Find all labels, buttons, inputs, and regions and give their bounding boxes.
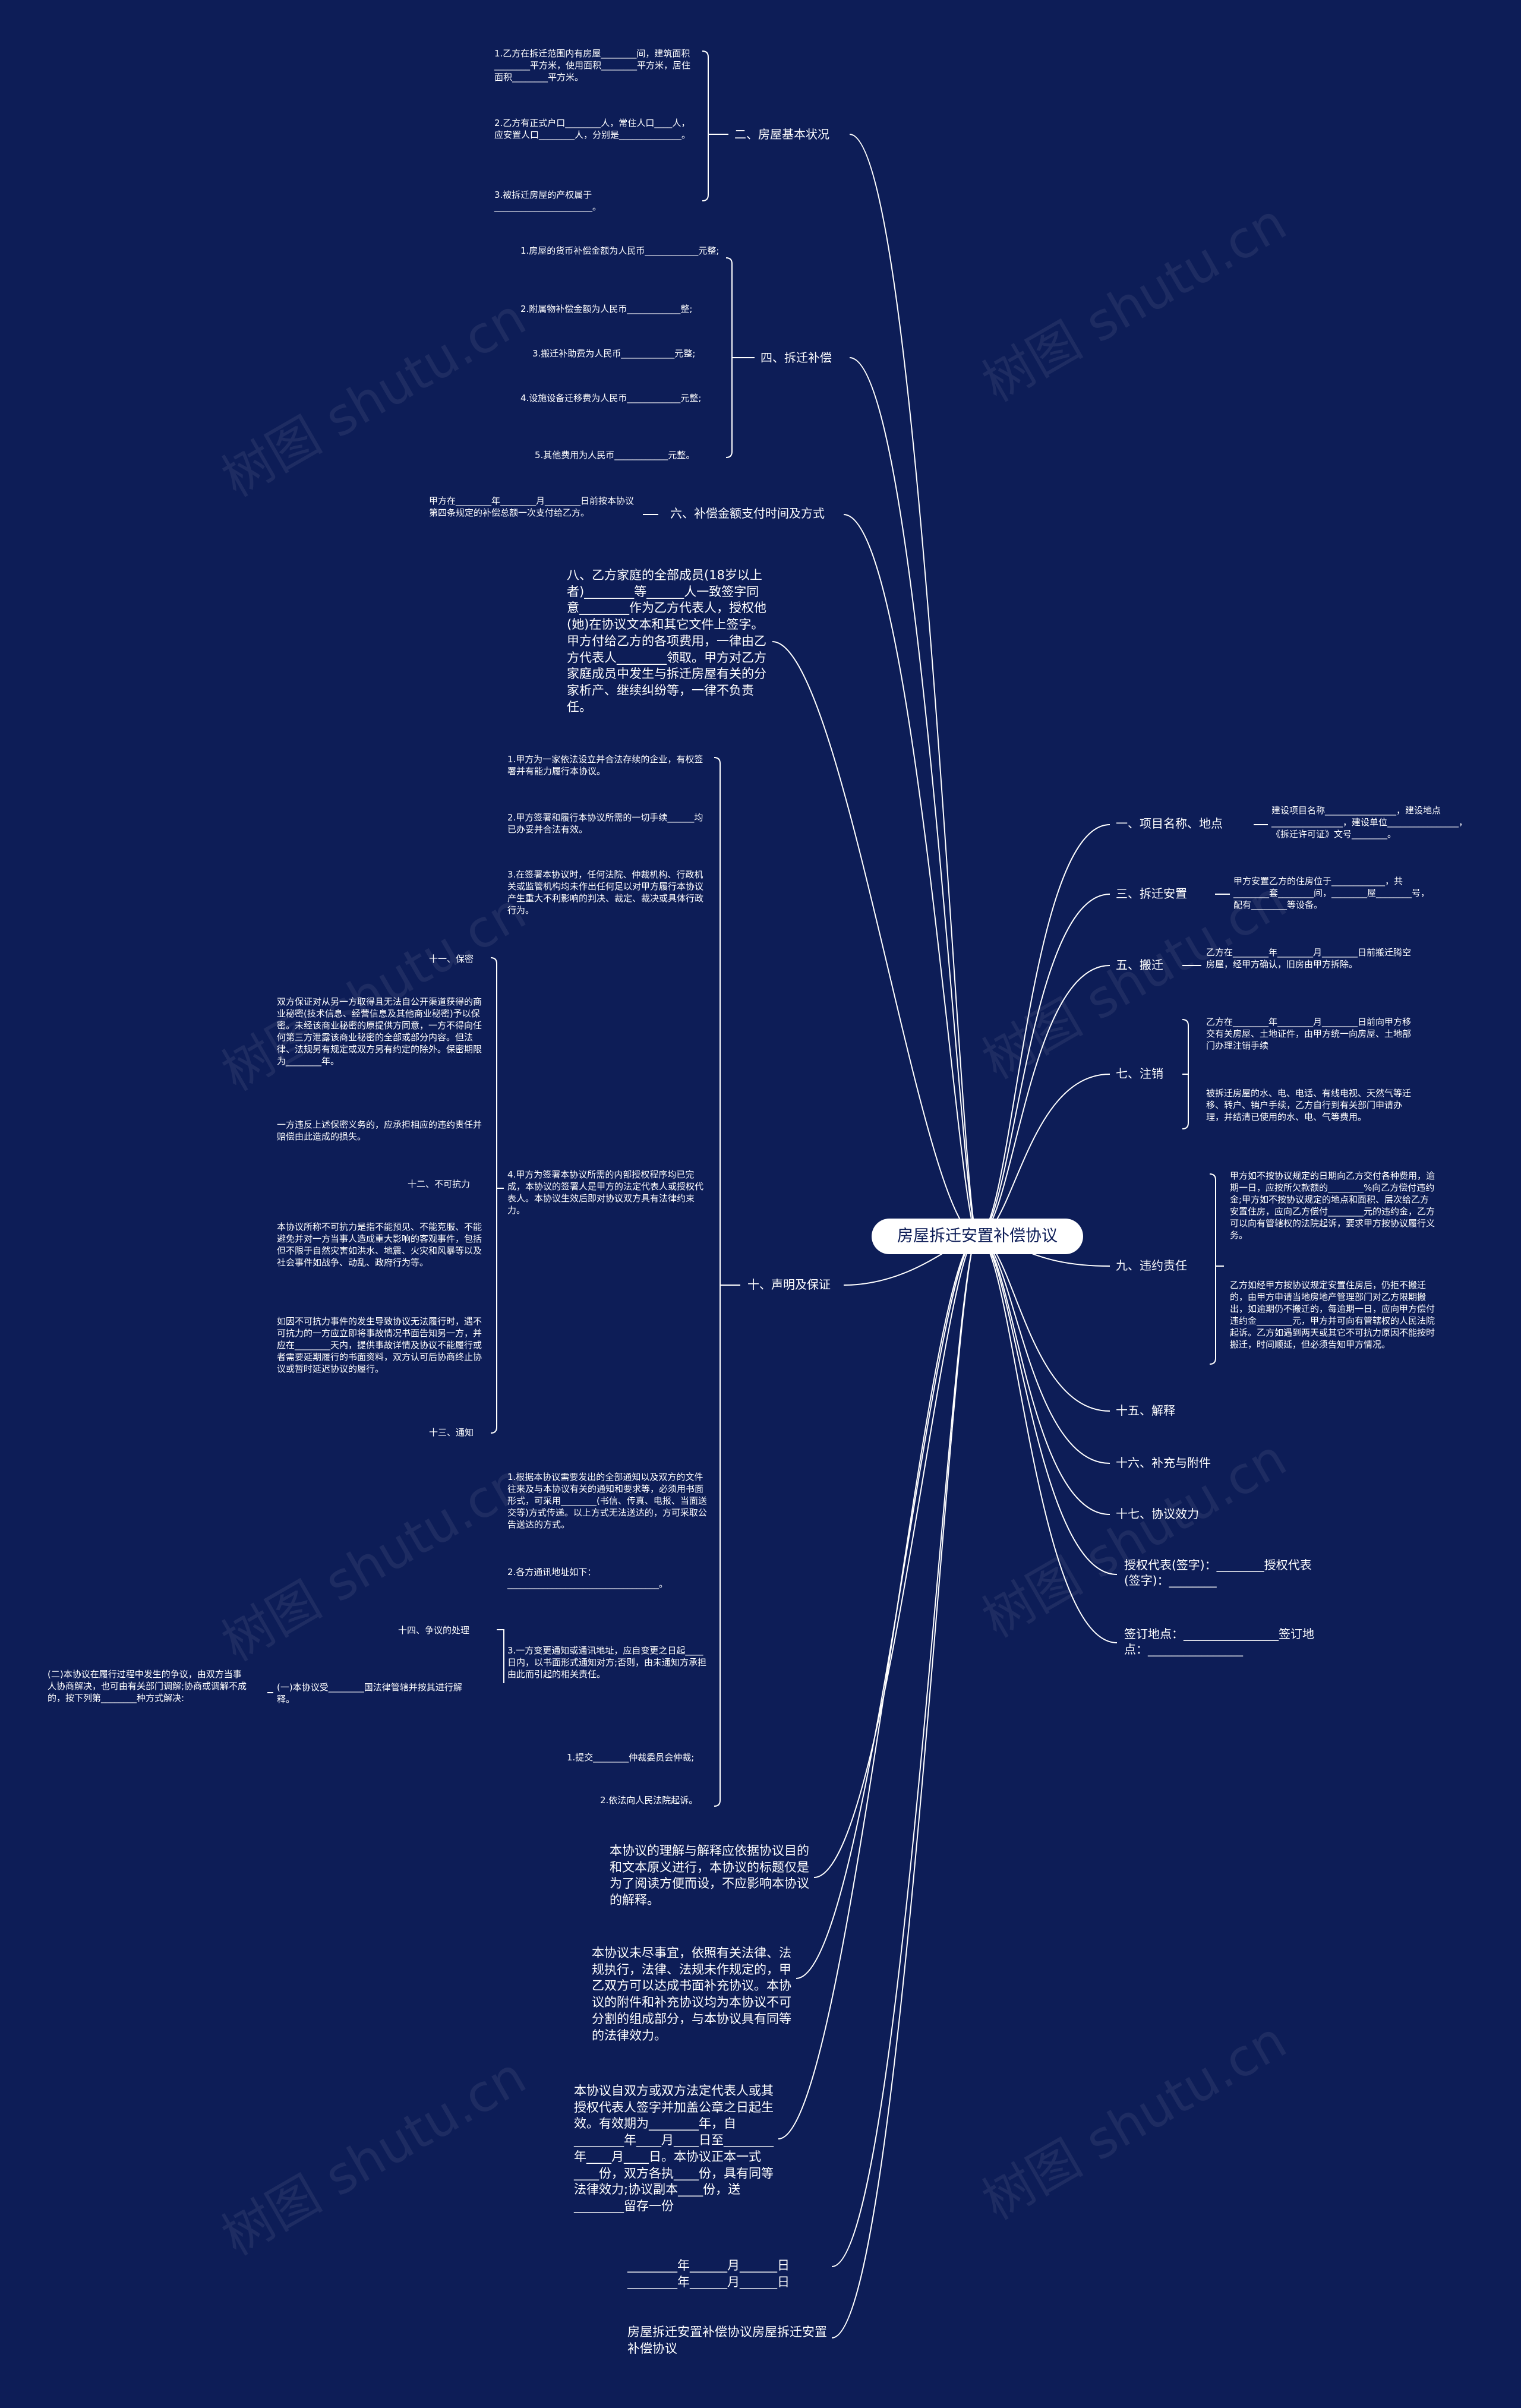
connector-line [490,957,497,1434]
connector-line [977,824,1110,1237]
topic-breach[interactable]: 九、违约责任 [1116,1258,1187,1273]
leaf-dispute-method: (二)本协议在履行过程中发生的争议，由双方当事人协商解决，也可由有关部门调解;协… [48,1669,247,1704]
connector-line [977,1236,1118,1643]
topic-relocation[interactable]: 五、搬迁 [1116,958,1163,972]
leaf-dispute-court: 2.依法向人民法院起诉。 [600,1795,698,1806]
leaf-notice-2: 2.各方通讯地址如下：_____________________________… [507,1567,668,1590]
leaf-project: 建设项目名称________________，建设地点_____________… [1271,805,1468,840]
connector-line [702,51,709,201]
leaf-breach-2: 乙方如经甲方按协议规定安置住房后，仍拒不搬迁的，由甲方申请当地房地产管理部门对乙… [1230,1280,1435,1350]
leaf-declaration-1: 1.甲方为一家依法设立并合法存续的企业，有权签署并有能力履行本协议。 [507,754,703,777]
connector-line [714,757,721,1807]
leaf-compensation-2: 2.附属物补偿金额为人民币____________整; [520,304,693,314]
leaf-confidentiality-1: 双方保证对从另一方取得且无法自公开渠道获得的商业秘密(技术信息、经营信息及其他商… [277,996,482,1067]
leaf-house-status-2: 2.乙方有正式户口________人，常住人口____人，应安置人口______… [494,118,691,141]
leaf-notice-3: 3.一方变更通知或通讯地址，应自变更之日起____日内，以书面形式通知对方;否则… [507,1645,707,1680]
connector-line [977,894,1110,1237]
connector-line [849,357,978,1237]
topic-validity[interactable]: 十七、协议效力 [1116,1507,1199,1521]
connector-line [497,1629,504,1683]
leaf-house-status-3: 3.被拆迁房屋的产权属于______________________。 [494,190,602,213]
connector-line [796,1236,978,1979]
topic-dispute[interactable]: 十四、争议的处理 [398,1625,470,1636]
signature-location[interactable]: 签订地点：________________签订地点：______________… [1124,1627,1314,1656]
connector-line [778,1236,978,2139]
leaf-compensation-3: 3.搬迁补助费为人民币____________元整; [532,348,696,359]
connector-line [977,1236,1110,1412]
topic-notice[interactable]: 十三、通知 [429,1427,474,1438]
connector-line [725,257,733,458]
leaf-dispute-arbitration: 1.提交________仲裁委员会仲裁; [567,1752,695,1763]
leaf-compensation-5: 5.其他费用为人民币____________元整。 [535,450,695,460]
leaf-declaration-2: 2.甲方签署和履行本协议所需的一切手续______均已办妥并合法有效。 [507,812,703,835]
connector-line [831,1236,978,2338]
leaf-cancellation-1: 乙方在________年________月________日前向甲方移交有关房屋… [1206,1017,1412,1052]
leaf-resettlement: 甲方安置乙方的住房位于____________，共________套______… [1233,876,1430,911]
connector-line [772,641,978,1237]
connector-line [977,1236,1118,1575]
leaf-relocation: 乙方在________年________月________日前搬迁腾空房屋，经甲… [1206,947,1412,970]
signature-representative[interactable]: 授权代表(签字)：________授权代表(签字)：________ [1124,1558,1312,1588]
leaf-cancellation-2: 被拆迁房屋的水、电、电话、有线电视、天然气等迁移、转户、销户手续，乙方自行到有关… [1206,1088,1412,1123]
connector-line [1209,1173,1216,1365]
connector-line [849,134,978,1237]
paragraph-interpretation[interactable]: 本协议的理解与解释应依据协议目的和文本原义进行，本协议的标题仅是为了阅读方便而设… [610,1844,809,1908]
leaf-dispute-law: (一)本协议受________国法律管辖并按其进行解释。 [277,1682,462,1705]
topic-confidentiality[interactable]: 十一、保密 [429,954,474,964]
topic-interpretation[interactable]: 十五、解释 [1116,1403,1175,1418]
paragraph-validity[interactable]: 本协议自双方或双方法定代表人或其授权代表人签字并加盖公章之日起生效。有效期为__… [574,2084,774,2214]
topic-project[interactable]: 一、项目名称、地点 [1116,816,1223,831]
topic-compensation[interactable]: 四、拆迁补偿 [760,351,832,365]
paragraph-family-members[interactable]: 八、乙方家庭的全部成员(18岁以上者)________等______人一致签字同… [567,568,766,714]
leaf-house-status-1: 1.乙方在拆迁范围内有房屋________间，建筑面积________平方米，使… [494,48,691,83]
leaf-declaration-4: 4.甲方为签署本协议所需的内部授权程序均已完成，本协议的签署人是甲方的法定代表人… [507,1169,704,1216]
leaf-declaration-3: 3.在签署本协议时，任何法院、仲裁机构、行政机关或监管机构均未作出任何足以对甲方… [507,869,704,916]
topic-payment-time[interactable]: 六、补偿金额支付时间及方式 [670,506,825,520]
connector-line [977,1074,1110,1237]
topic-supplement[interactable]: 十六、补充与附件 [1116,1456,1211,1470]
leaf-force-majeure-1: 本协议所称不可抗力是指不能预见、不能克服、不能避免并对一方当事人造成重大影响的客… [277,1222,482,1268]
paragraph-title-repeat[interactable]: 房屋拆迁安置补偿协议房屋拆迁安置补偿协议 [627,2325,827,2356]
leaf-force-majeure-2: 如因不可抗力事件的发生导致协议无法履行时，遇不可抗力的一方应立即将事故情况书面告… [277,1316,482,1375]
leaf-payment-time: 甲方在________年________月________日前按本协议第四条规定… [429,496,635,519]
leaf-notice-1: 1.根据本协议需要发出的全部通知以及双方的文件往来及与本协议有关的通知和要求等，… [507,1472,707,1530]
topic-declaration[interactable]: 十、声明及保证 [747,1277,831,1292]
topic-cancellation[interactable]: 七、注销 [1116,1066,1163,1081]
leaf-compensation-4: 4.设施设备迁移费为人民币____________元整; [520,393,702,403]
root-node[interactable]: 房屋拆迁安置补偿协议 [872,1219,1083,1254]
leaf-compensation-1: 1.房屋的货币补偿金额为人民币____________元整; [520,245,720,256]
leaf-confidentiality-2: 一方违反上述保密义务的，应承担相应的违约责任并赔偿由此造成的损失。 [277,1119,482,1143]
paragraph-dates[interactable]: ________年______月______日________年______月_… [627,2258,790,2289]
topic-force-majeure[interactable]: 十二、不可抗力 [408,1179,471,1189]
connector-line [843,514,978,1237]
leaf-breach-1: 甲方如不按协议规定的日期向乙方交付各种费用，逾期一日，应按所欠款额的______… [1230,1170,1435,1241]
topic-house-status[interactable]: 二、房屋基本状况 [734,127,829,141]
topic-resettlement[interactable]: 三、拆迁安置 [1116,886,1187,901]
paragraph-supplement[interactable]: 本协议未尽事宜，依照有关法律、法规执行，法律、法规未作规定的，甲乙双方可以达成书… [592,1946,791,2043]
connector-line [813,1236,978,1878]
